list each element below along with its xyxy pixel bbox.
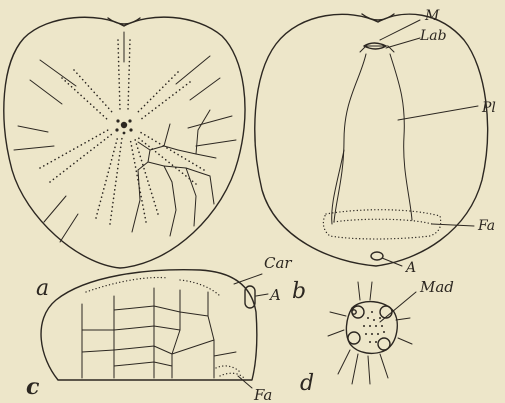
panel-c-plates	[82, 288, 236, 378]
panel-a-apical-disc	[115, 119, 132, 134]
panel-b-label-fa: Fa	[477, 218, 495, 234]
panel-a-sutures	[14, 32, 236, 242]
panel-c-label-car: Car	[264, 254, 292, 272]
panel-c-label-a: A	[268, 286, 281, 304]
panel-b-notch	[362, 14, 394, 20]
panel-c-outline	[41, 270, 257, 380]
panel-d-apical-system	[328, 282, 416, 384]
panel-b-test	[255, 14, 488, 266]
panel-b-label-lab: Lab	[419, 28, 447, 44]
panel-c-letter: c	[26, 374, 40, 400]
panel-c-test	[41, 270, 268, 388]
panel-b-plastron-edge	[332, 150, 344, 224]
panel-a-test	[4, 17, 245, 268]
panel-b-label-m: M	[424, 8, 440, 24]
panel-b-plastron	[334, 54, 412, 222]
panel-b-leaders	[380, 20, 478, 266]
panel-b-letter: b	[292, 279, 306, 304]
panel-d-letter: d	[300, 371, 314, 396]
panel-a-petals	[40, 40, 204, 224]
panel-c-fasciole-dots	[216, 366, 240, 372]
panel-d-leader	[380, 292, 416, 322]
panel-d-label-mad: Mad	[419, 278, 454, 296]
panel-c-label-fa: Fa	[253, 386, 272, 403]
panel-d-genital-pore	[352, 306, 364, 318]
panel-a-letter: a	[36, 276, 49, 301]
panel-b-label-pl: Pl	[481, 100, 496, 116]
panel-b-label-a: A	[404, 260, 416, 276]
panel-b-anus	[371, 252, 383, 260]
panel-b-fasciole	[323, 210, 440, 239]
panel-a-notch	[108, 18, 140, 24]
panel-b-outline	[255, 14, 488, 266]
